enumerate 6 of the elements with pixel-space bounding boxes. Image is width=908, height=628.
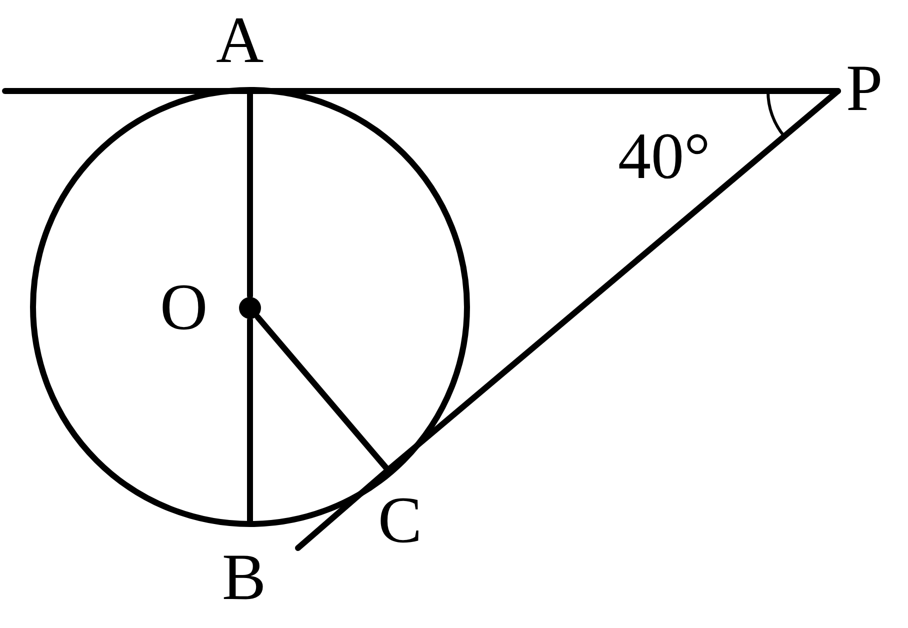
point-label: B [222, 545, 266, 611]
angle-label: 40° [618, 124, 710, 190]
point-label: O [160, 275, 261, 341]
point-label: A [216, 8, 264, 74]
point-label: C [378, 488, 422, 554]
point-label: P [846, 56, 883, 122]
